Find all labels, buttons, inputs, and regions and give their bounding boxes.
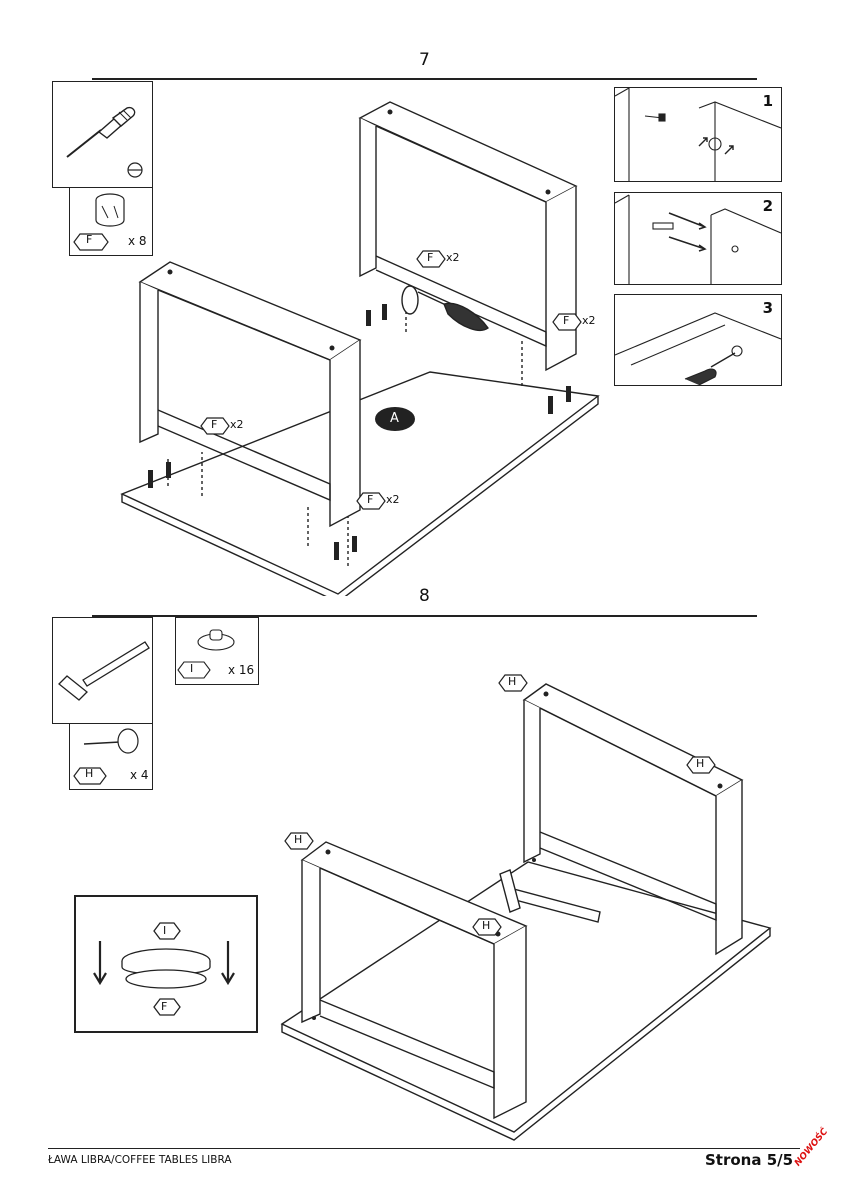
detail-3-number: 3	[762, 299, 773, 317]
step-8-rule	[92, 615, 757, 617]
nail-icon	[73, 728, 139, 785]
nail-part-box: H x 4	[69, 724, 153, 790]
cam-lock-qty: x 8	[128, 234, 147, 248]
callout-f-1: F x2	[416, 250, 460, 272]
step-8-number: 8	[419, 586, 430, 606]
detail-box-1: 1	[614, 87, 782, 182]
nail-qty: x 4	[130, 768, 149, 782]
callout-f-3: F x2	[200, 417, 244, 439]
callout-h-2: H	[686, 756, 716, 778]
callout-f-4: F x2	[356, 492, 400, 514]
detail-2-number: 2	[762, 197, 773, 215]
detail-cap-tag: I	[163, 924, 167, 937]
cam-lock-icon	[73, 193, 125, 251]
detail-1-number: 1	[762, 92, 773, 110]
marker-a-label: A	[390, 411, 399, 426]
cap-fitting-diagram	[93, 922, 235, 1016]
cap-qty: x 16	[228, 663, 255, 677]
detail-box-2: 2	[614, 192, 782, 285]
callout-f-2: F x2	[552, 313, 596, 335]
hammer-icon	[58, 641, 150, 701]
callout-h-3: H	[284, 832, 314, 854]
cap-tag: I	[190, 662, 194, 675]
detail-box-3: 3	[614, 294, 782, 386]
footer-product-title: ŁAWA LIBRA/COFFEE TABLES LIBRA	[48, 1154, 232, 1166]
detail-cam-tag: F	[161, 1000, 168, 1013]
step-8-assembly-drawing	[280, 683, 772, 1141]
screwdriver-tool-box	[52, 81, 153, 188]
nail-tag: H	[85, 767, 94, 780]
callout-h-1: H	[498, 674, 528, 696]
step-7-number: 7	[419, 50, 430, 70]
cap-detail-box: I F	[74, 895, 258, 1033]
cam-lock-tag: F	[86, 233, 93, 246]
step-7-assembly-drawing	[120, 101, 600, 596]
hammer-tool-box	[52, 617, 153, 724]
callout-h-4: H	[472, 918, 502, 940]
step-7-rule	[92, 78, 757, 80]
footer-rule	[48, 1148, 800, 1149]
footer-page-number: Strona 5/5	[705, 1151, 794, 1169]
screwdriver-icon	[66, 106, 143, 178]
cap-part-box: I x 16	[175, 617, 259, 685]
cam-lock-part-box: F x 8	[69, 188, 153, 256]
cap-icon	[177, 629, 235, 679]
